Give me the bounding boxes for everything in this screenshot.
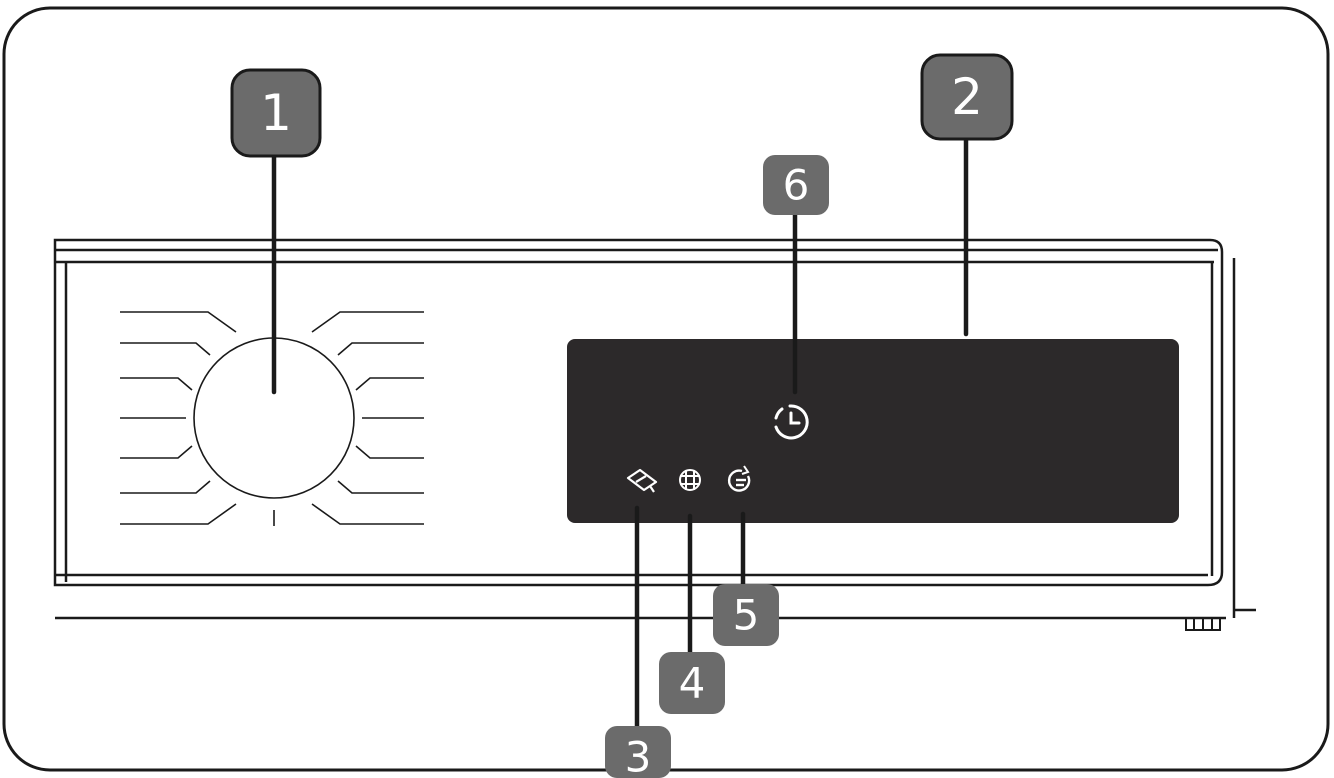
cycle-end-icon — [727, 465, 751, 492]
callout-label-3: 3 — [625, 733, 652, 778]
callout-badge-2: 2 — [920, 53, 1014, 141]
leader-lines — [271, 129, 969, 739]
callout-label-2: 2 — [951, 68, 983, 126]
appliance-panel — [53, 238, 1256, 620]
callout-label-6: 6 — [783, 161, 810, 210]
callout-label-5: 5 — [733, 591, 760, 640]
detergent-icon — [626, 468, 658, 493]
lock-icon — [679, 469, 701, 491]
delay-timer-icon — [774, 404, 809, 440]
callout-badge-1: 1 — [230, 68, 322, 158]
program-selector-dial[interactable] — [120, 311, 424, 526]
callout-badge-4: 4 — [659, 652, 725, 714]
callout-badge-6: 6 — [763, 155, 829, 215]
callout-label-1: 1 — [260, 84, 292, 142]
callout-badge-3: 3 — [605, 726, 671, 778]
display-panel — [567, 339, 1179, 523]
callout-label-4: 4 — [679, 659, 706, 708]
callout-badge-5: 5 — [713, 584, 779, 646]
panel-foot — [1185, 617, 1221, 631]
